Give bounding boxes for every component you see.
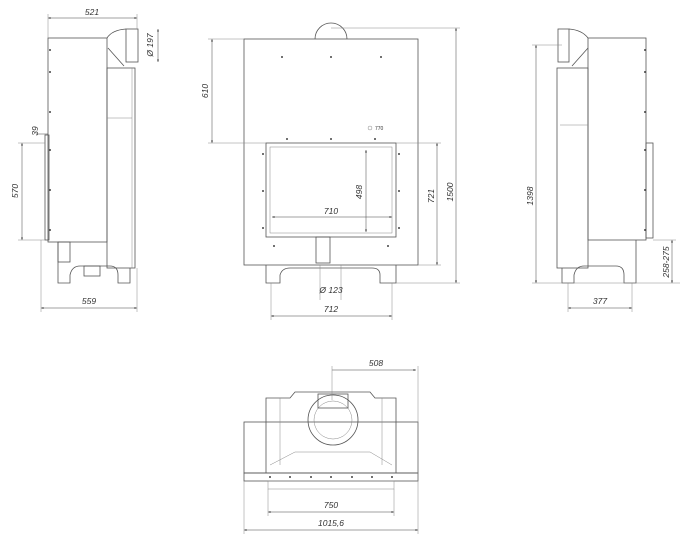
dim-front-offset: 39 <box>30 126 40 136</box>
dim-leg-height: 258-275 <box>661 246 671 278</box>
dim-inner-width: 750 <box>324 500 338 510</box>
dim-total-width: 1015,6 <box>318 518 344 528</box>
dim-flue-offset: 508 <box>369 358 383 368</box>
front-view: 770 610 498 710 721 1500 Ø 123 712 <box>200 22 460 320</box>
dim-total-height: 1500 <box>445 182 455 201</box>
logo-icon <box>367 125 373 131</box>
logo: 770 <box>375 126 384 132</box>
dim-air-inlet-diameter: Ø 123 <box>318 285 342 295</box>
dim-total-depth: 559 <box>82 296 96 306</box>
dim-door-height: 570 <box>10 184 20 198</box>
door-opening <box>265 142 397 238</box>
top-view: 508 750 1015,6 <box>243 358 419 534</box>
dim-bottom-height: 721 <box>426 189 436 203</box>
flue-pipe <box>125 28 139 63</box>
dim-flue-diameter: Ø 197 <box>145 33 155 57</box>
dim-right-total-height: 1398 <box>525 186 535 205</box>
left-side-view: 521 Ø 197 39 570 559 <box>10 7 159 312</box>
right-side-view: 1398 377 258-275 <box>525 28 680 312</box>
dim-door-opening-width: 710 <box>324 206 338 216</box>
dim-right-leg-spacing: 377 <box>593 296 607 306</box>
flue-pipe <box>557 28 570 63</box>
dim-door-opening-height: 498 <box>354 185 364 199</box>
dim-leg-spacing: 712 <box>324 304 338 314</box>
dim-depth: 521 <box>85 7 99 17</box>
dim-top-height: 610 <box>200 84 210 98</box>
flue-outlet <box>307 394 359 446</box>
